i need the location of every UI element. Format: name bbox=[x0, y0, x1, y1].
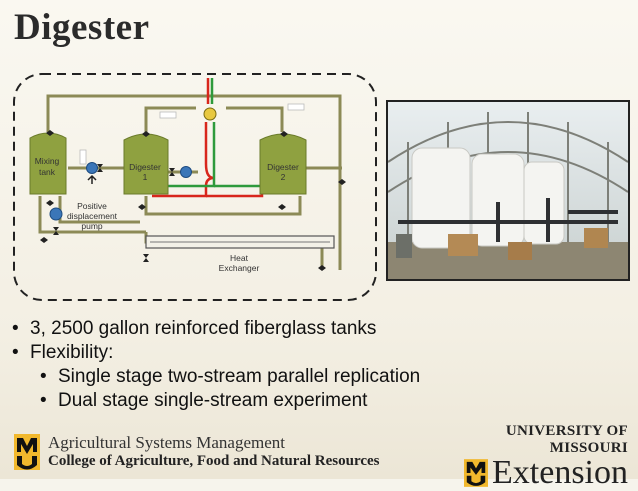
valve-icon bbox=[142, 131, 150, 137]
mix-bottom-pipe bbox=[58, 196, 140, 224]
department-name: Agricultural Systems Management bbox=[48, 433, 286, 452]
bullet-list: • 3, 2500 gallon reinforced fiberglass t… bbox=[12, 318, 612, 414]
digester-greenhouse-photo bbox=[386, 100, 630, 281]
slide-title: Digester bbox=[14, 7, 150, 48]
gauge-icon bbox=[79, 149, 87, 165]
digester2-label-line2: 2 bbox=[281, 172, 286, 182]
gauge-icon bbox=[159, 111, 177, 119]
digester1-label-line2: 1 bbox=[143, 172, 148, 182]
mizzou-logo-icon bbox=[14, 434, 40, 470]
valve-icon bbox=[278, 204, 286, 210]
pump-icon bbox=[86, 162, 98, 174]
pump-label-line1: Positive bbox=[77, 201, 107, 211]
heat-exchanger-label-line1: Heat bbox=[230, 253, 249, 263]
digester2-label-line1: Digester bbox=[267, 162, 299, 172]
bottom-left-pipe bbox=[38, 196, 146, 234]
bullet-item: • Flexibility: bbox=[12, 342, 612, 366]
digester1-label-line1: Digester bbox=[129, 162, 161, 172]
university-name: UNIVERSITY OF MISSOURI bbox=[505, 423, 628, 456]
valve-icon bbox=[97, 164, 103, 172]
valve-icon bbox=[40, 237, 48, 243]
valve-icon bbox=[318, 265, 326, 271]
heat-exchanger-label-line2: Exchanger bbox=[219, 263, 260, 273]
bullet-dot: • bbox=[40, 366, 47, 387]
digester-2-tank bbox=[259, 133, 307, 195]
bullet-text: Flexibility: bbox=[30, 342, 114, 363]
bullet-dot: • bbox=[12, 318, 19, 339]
mixing-tank-label-line1: Mixing bbox=[35, 156, 60, 166]
valve-icon bbox=[280, 131, 288, 137]
department-footer: Agricultural Systems Management College … bbox=[14, 432, 380, 472]
bullet-text: Single stage two-stream parallel replica… bbox=[58, 366, 421, 387]
valve-icon bbox=[53, 227, 59, 235]
valve-icon bbox=[46, 130, 54, 136]
bullet-dot: • bbox=[40, 390, 47, 411]
top-pump-icon bbox=[203, 107, 217, 121]
bullet-dot: • bbox=[12, 342, 19, 363]
college-name: College of Agriculture, Food and Natural… bbox=[48, 453, 380, 469]
mizzou-mark-icon bbox=[464, 459, 489, 487]
pump-label-line3: pump bbox=[81, 221, 103, 231]
pump-icon bbox=[180, 166, 192, 178]
mixing-tank bbox=[29, 132, 67, 195]
bullet-item: • 3, 2500 gallon reinforced fiberglass t… bbox=[12, 318, 612, 342]
gauge-icon bbox=[287, 103, 305, 111]
extension-logo-block: UNIVERSITY OF MISSOURI Extension bbox=[452, 423, 628, 491]
digester2-top-pipe bbox=[226, 106, 284, 132]
sub-bullet-item: • Single stage two-stream parallel repli… bbox=[12, 366, 612, 390]
mixing-tank-label-line2: tank bbox=[39, 167, 56, 177]
extension-wordmark: Extension bbox=[492, 454, 628, 491]
digester-1-tank bbox=[123, 133, 169, 195]
valve-icon bbox=[138, 204, 146, 210]
valve-icon bbox=[169, 168, 175, 176]
bullet-text: 3, 2500 gallon reinforced fiberglass tan… bbox=[30, 318, 377, 339]
pump-label-line2: displacement bbox=[67, 211, 118, 221]
bullet-text: Dual stage single-stream experiment bbox=[58, 390, 368, 411]
digester-process-diagram: Mixing tank Digester 1 Digester 2 Positi… bbox=[13, 73, 377, 301]
pump-icon bbox=[49, 207, 63, 221]
valve-icon bbox=[143, 254, 149, 262]
system-boundary-dashed bbox=[13, 73, 377, 301]
valve-icons bbox=[40, 130, 346, 271]
valve-icon bbox=[338, 179, 346, 185]
arrow-up-icon bbox=[87, 174, 97, 184]
sub-bullet-item: • Dual stage single-stream experiment bbox=[12, 390, 612, 414]
digester1-top-pipe bbox=[144, 106, 196, 132]
digester-bottom-pipe bbox=[144, 196, 302, 216]
valve-icon bbox=[46, 200, 54, 206]
